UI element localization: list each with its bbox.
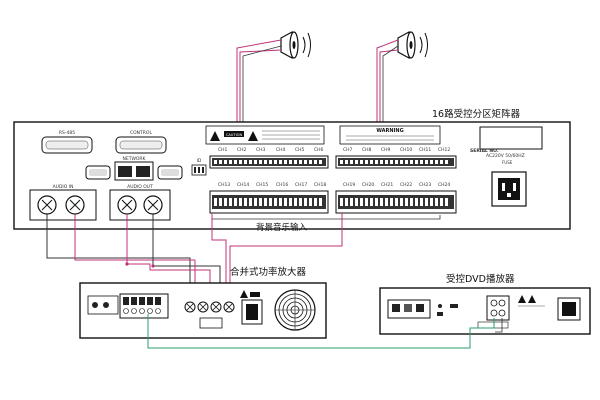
amp-output-wires xyxy=(211,213,343,300)
dvd-unit xyxy=(379,287,591,335)
channel-labels-bottom-left: CH13 CH14 CH15 CH16 CH17 CH18 xyxy=(218,182,326,188)
xlr-connector-icon xyxy=(210,301,222,313)
wire-junction xyxy=(151,264,155,268)
channel-label: CH9 xyxy=(381,147,391,153)
channel-label: CH12 xyxy=(438,147,450,153)
serial-label: SERIAL NO. xyxy=(470,148,499,154)
channel-label: CH3 xyxy=(256,147,266,153)
power-socket-icon xyxy=(491,171,527,207)
channel-label: CH7 xyxy=(343,147,353,153)
channel-label: CH6 xyxy=(314,147,324,153)
channel-label: CH23 xyxy=(419,182,431,188)
rj45-port-pair: NETWORK xyxy=(114,156,154,181)
svg-text:AUDIO IN: AUDIO IN xyxy=(53,184,74,190)
channel-label: CH14 xyxy=(237,182,249,188)
xlr-connector-icon xyxy=(197,301,209,313)
channel-label: CH22 xyxy=(400,182,412,188)
db25-connector-right: CONTROL xyxy=(115,130,167,154)
svg-text:RS-485: RS-485 xyxy=(59,130,75,136)
channel-label: CH15 xyxy=(256,182,268,188)
bgm-input-label: 背景音乐输入 xyxy=(256,222,308,233)
matrix-title: 16路受控分区矩阵器 xyxy=(432,108,521,120)
xlr-connector-icon xyxy=(117,195,137,215)
dip-switch: ID xyxy=(191,158,207,176)
channel-label: CH20 xyxy=(362,182,374,188)
speaker-right xyxy=(397,30,428,60)
channel-label: CH17 xyxy=(295,182,307,188)
channel-label: CH4 xyxy=(276,147,286,153)
amplifier-title: 合并式功率放大器 xyxy=(230,266,307,278)
warning-triangle-icon xyxy=(240,290,248,298)
svg-text:WARNING: WARNING xyxy=(376,128,403,134)
xlr-connector-icon xyxy=(184,301,196,313)
warning-triangle-icon xyxy=(210,131,220,141)
dvd-audio-wire xyxy=(147,314,495,349)
xlr-connector-icon xyxy=(223,301,235,313)
channel-label: CH2 xyxy=(237,147,247,153)
db9-connector-2 xyxy=(157,165,183,180)
dvd-small-ports xyxy=(437,304,458,316)
channel-label: CH18 xyxy=(314,182,326,188)
svg-text:CONTROL: CONTROL xyxy=(130,130,152,136)
db25-connector-left: RS-485 xyxy=(41,130,93,154)
svg-text:ID: ID xyxy=(197,158,202,164)
terminal-block-bottom-left xyxy=(209,190,329,214)
power-rating-label: AC220V 50/60HZ xyxy=(486,153,525,159)
power-socket-icon xyxy=(241,299,263,325)
fuse-label: FUSE xyxy=(502,160,513,165)
channel-label: CH10 xyxy=(400,147,412,153)
amp-xlr-group xyxy=(184,301,235,329)
speaker-icon xyxy=(397,30,428,60)
serial-plate xyxy=(479,126,543,150)
warning-triangle-icon xyxy=(518,295,526,303)
channel-label: CH16 xyxy=(276,182,288,188)
channel-label: CH11 xyxy=(419,147,431,153)
xlr-connector-icon xyxy=(143,195,163,215)
channel-labels-bottom-right: CH19 CH20 CH21 CH22 CH23 CH24 xyxy=(343,182,450,188)
dvd-av-jacks xyxy=(477,295,510,329)
xlr-connector-icon xyxy=(37,195,57,215)
dvd-control-wire xyxy=(495,318,503,333)
channel-labels-top-left: CH1 CH2 CH3 CH4 CH5 CH6 xyxy=(218,147,324,153)
amplifier-unit xyxy=(79,282,327,339)
warning-label: WARNING xyxy=(339,125,441,145)
channel-label: CH13 xyxy=(218,182,230,188)
svg-text:CAUTION: CAUTION xyxy=(226,133,243,137)
matrix-unit: RS-485 CONTROL NETWORK ID xyxy=(13,121,571,233)
xlr-input-block: AUDIO IN AUDIO OUT xyxy=(29,184,171,221)
terminal-block-top-left xyxy=(209,155,329,169)
speaker-icon xyxy=(280,30,311,60)
channel-label: CH24 xyxy=(438,182,450,188)
terminal-block-bottom-right xyxy=(335,190,457,214)
svg-text:NETWORK: NETWORK xyxy=(122,156,146,162)
amp-input-panel xyxy=(87,293,169,319)
channel-label: CH1 xyxy=(218,147,228,153)
svg-text:AUDIO OUT: AUDIO OUT xyxy=(127,184,153,190)
dvd-title: 受控DVD播放器 xyxy=(446,273,515,285)
speaker-left xyxy=(280,30,311,60)
dvd-connector-panel xyxy=(387,299,431,319)
channel-label: CH8 xyxy=(362,147,372,153)
xlr-connector-icon xyxy=(65,195,85,215)
db9-connector-1 xyxy=(85,165,111,180)
terminal-block-top-right xyxy=(335,155,457,169)
channel-label: CH19 xyxy=(343,182,355,188)
amp-warning-label xyxy=(240,290,260,298)
caution-label: CAUTION xyxy=(205,125,325,145)
dvd-warning-label xyxy=(518,295,545,307)
power-socket-icon xyxy=(557,297,581,321)
channel-label: CH21 xyxy=(381,182,393,188)
channel-label: CH5 xyxy=(295,147,305,153)
fan-grille-icon xyxy=(274,289,316,331)
wire-junction xyxy=(125,262,129,266)
channel-labels-top-right: CH7 CH8 CH9 CH10 CH11 CH12 xyxy=(343,147,450,153)
